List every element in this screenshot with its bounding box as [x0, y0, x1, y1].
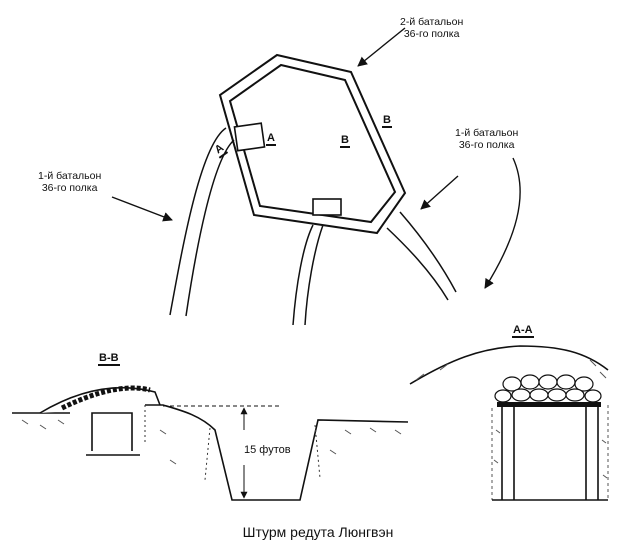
trench-south	[292, 224, 324, 326]
arrow-2nd-battalion	[357, 27, 406, 67]
blockhouse-south	[312, 198, 342, 216]
redoubt-inner-wall	[228, 63, 397, 224]
depth-label: 15 футов	[244, 444, 291, 456]
label-2nd-battalion-line1: 2-й батальон	[400, 16, 464, 28]
section-aa-title: A-A	[512, 324, 534, 338]
section-bb-profile	[12, 385, 409, 501]
plan-mark-b-inner: B	[340, 134, 350, 148]
trench-west	[169, 127, 235, 317]
section-aa-profile	[409, 345, 609, 501]
label-2nd-battalion: 2-й батальон 36-го полка	[400, 16, 463, 40]
redoubt-outer-wall	[218, 53, 407, 235]
arrow-1st-battalion-right	[420, 175, 459, 210]
label-1st-battalion-right-line2: 36-го полка	[458, 139, 515, 151]
caption: Штурм редута Люнгвэн	[242, 524, 394, 540]
plan-mark-b-outer: B	[382, 114, 392, 128]
label-1st-battalion-right: 1-й батальон 36-го полка	[455, 127, 518, 151]
blockhouse-west	[233, 122, 266, 152]
arrow-curved-east	[484, 157, 521, 289]
label-1st-battalion-right-line1: 1-й батальон	[455, 127, 519, 139]
label-1st-battalion-left-line2: 36-го полка	[41, 182, 98, 194]
label-1st-battalion-left-line1: 1-й батальон	[38, 170, 102, 182]
plan-mark-a-inner: A	[266, 132, 276, 146]
section-bb-title: B-B	[98, 352, 120, 366]
arrow-1st-battalion-left	[111, 196, 173, 222]
label-1st-battalion-left: 1-й батальон 36-го полка	[38, 170, 101, 194]
trench-east	[386, 211, 457, 301]
label-2nd-battalion-line2: 36-го полка	[403, 28, 460, 40]
